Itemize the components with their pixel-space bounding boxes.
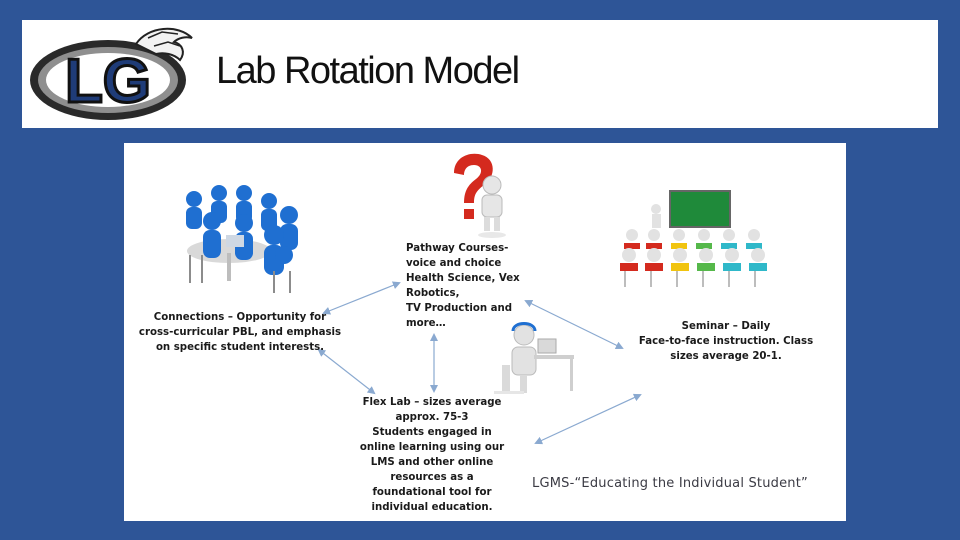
logo-letters: LG (65, 47, 151, 116)
classroom-icon (620, 190, 767, 287)
meeting-group-icon (186, 185, 298, 293)
diagram-illustration (186, 153, 767, 445)
connections-text: Connections – Opportunity for cross-curr… (138, 312, 342, 353)
school-motto: LGMS-“Educating the Individual Student” (532, 476, 808, 491)
flex-lab-text: Flex Lab – sizes average approx. 75-3 St… (359, 397, 505, 513)
school-logo-icon: LG (30, 27, 193, 120)
question-person-icon (454, 153, 506, 238)
slide-header: LG Lab Rotation Model (22, 20, 938, 128)
slide-title: Lab Rotation Model (216, 50, 520, 92)
lab-rotation-diagram: Connections – Opportunity for cross-curr… (124, 143, 846, 521)
pathway-courses-text: Pathway Courses- voice and choice Health… (406, 243, 520, 329)
connection-arrows (317, 281, 642, 445)
seminar-text: Seminar – Daily Face-to-face instruction… (638, 321, 814, 362)
computer-lab-icon (494, 322, 574, 394)
